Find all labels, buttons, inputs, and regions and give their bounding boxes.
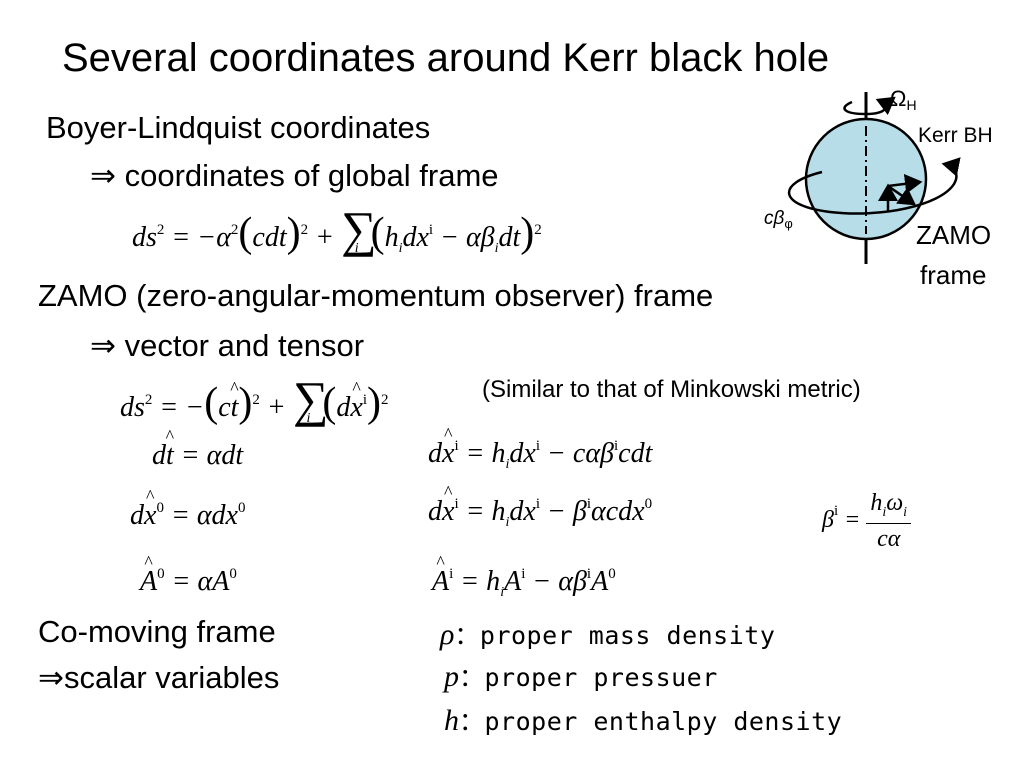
zamo-metric-equation: ds2 = −(ct)2 + ∑i(dxi)2 <box>120 370 388 428</box>
zamo-frame-label-line1: ZAMO <box>916 220 991 250</box>
zamo-horizontal-arrow <box>887 173 923 194</box>
cbeta-label: cβφ <box>764 208 793 231</box>
eq-dxi-hat-1: dxi = hidxi − cαβicdt <box>428 438 652 473</box>
definition-symbol: p <box>444 660 459 693</box>
minkowski-note: (Similar to that of Minkowski metric) <box>482 376 861 403</box>
definition-enthalpy: h：proper enthalpy density <box>444 702 842 738</box>
eq-dt-hat: dt = αdt <box>152 440 243 472</box>
comoving-heading: Co-moving frame <box>38 614 276 649</box>
kerr-bh-label: Kerr BH <box>918 124 993 147</box>
bl-heading: Boyer-Lindquist coordinates <box>46 110 431 145</box>
rotation-arrow <box>843 96 896 116</box>
eq-ai-hat: Ai = hiAi − αβiA0 <box>432 566 616 601</box>
definition-text: ：proper mass density <box>454 621 776 650</box>
definition-text: ：proper pressuer <box>459 663 718 692</box>
bl-metric-equation: ds2 = −α2(cdt)2 + ∑i(hidxi − αβidt)2 <box>132 201 542 257</box>
zamo-diagonal-arrow <box>887 184 917 206</box>
definition-symbol: h <box>444 704 459 737</box>
eq-a0-hat: A0 = αA0 <box>140 566 237 598</box>
definition-pressure: p：proper pressuer <box>444 658 718 694</box>
zamo-heading: ZAMO (zero-angular-momentum observer) fr… <box>38 278 714 313</box>
black-hole-sphere <box>804 117 928 241</box>
zamo-subheading: ⇒ vector and tensor <box>90 328 365 363</box>
definition-symbol: ρ <box>440 618 455 651</box>
eq-dx0-hat: dx0 = αdx0 <box>130 500 245 532</box>
zamo-frame-label-line2: frame <box>920 260 986 290</box>
kerr-diagram: ΩH Kerr BH cβφ ZAMO frame <box>764 86 993 290</box>
eq-dxi-hat-2: dxi = hidxi − βiαcdx0 <box>428 496 652 531</box>
definition-text: ：proper enthalpy density <box>459 707 843 736</box>
frame-dragging-arrow <box>788 157 961 215</box>
comoving-subheading: ⇒scalar variables <box>38 660 280 695</box>
bl-subheading: ⇒ coordinates of global frame <box>90 158 499 193</box>
definition-rho: ρ：proper mass density <box>440 616 775 652</box>
omega-h-label: ΩH <box>890 86 917 113</box>
page-title: Several coordinates around Kerr black ho… <box>62 36 830 80</box>
